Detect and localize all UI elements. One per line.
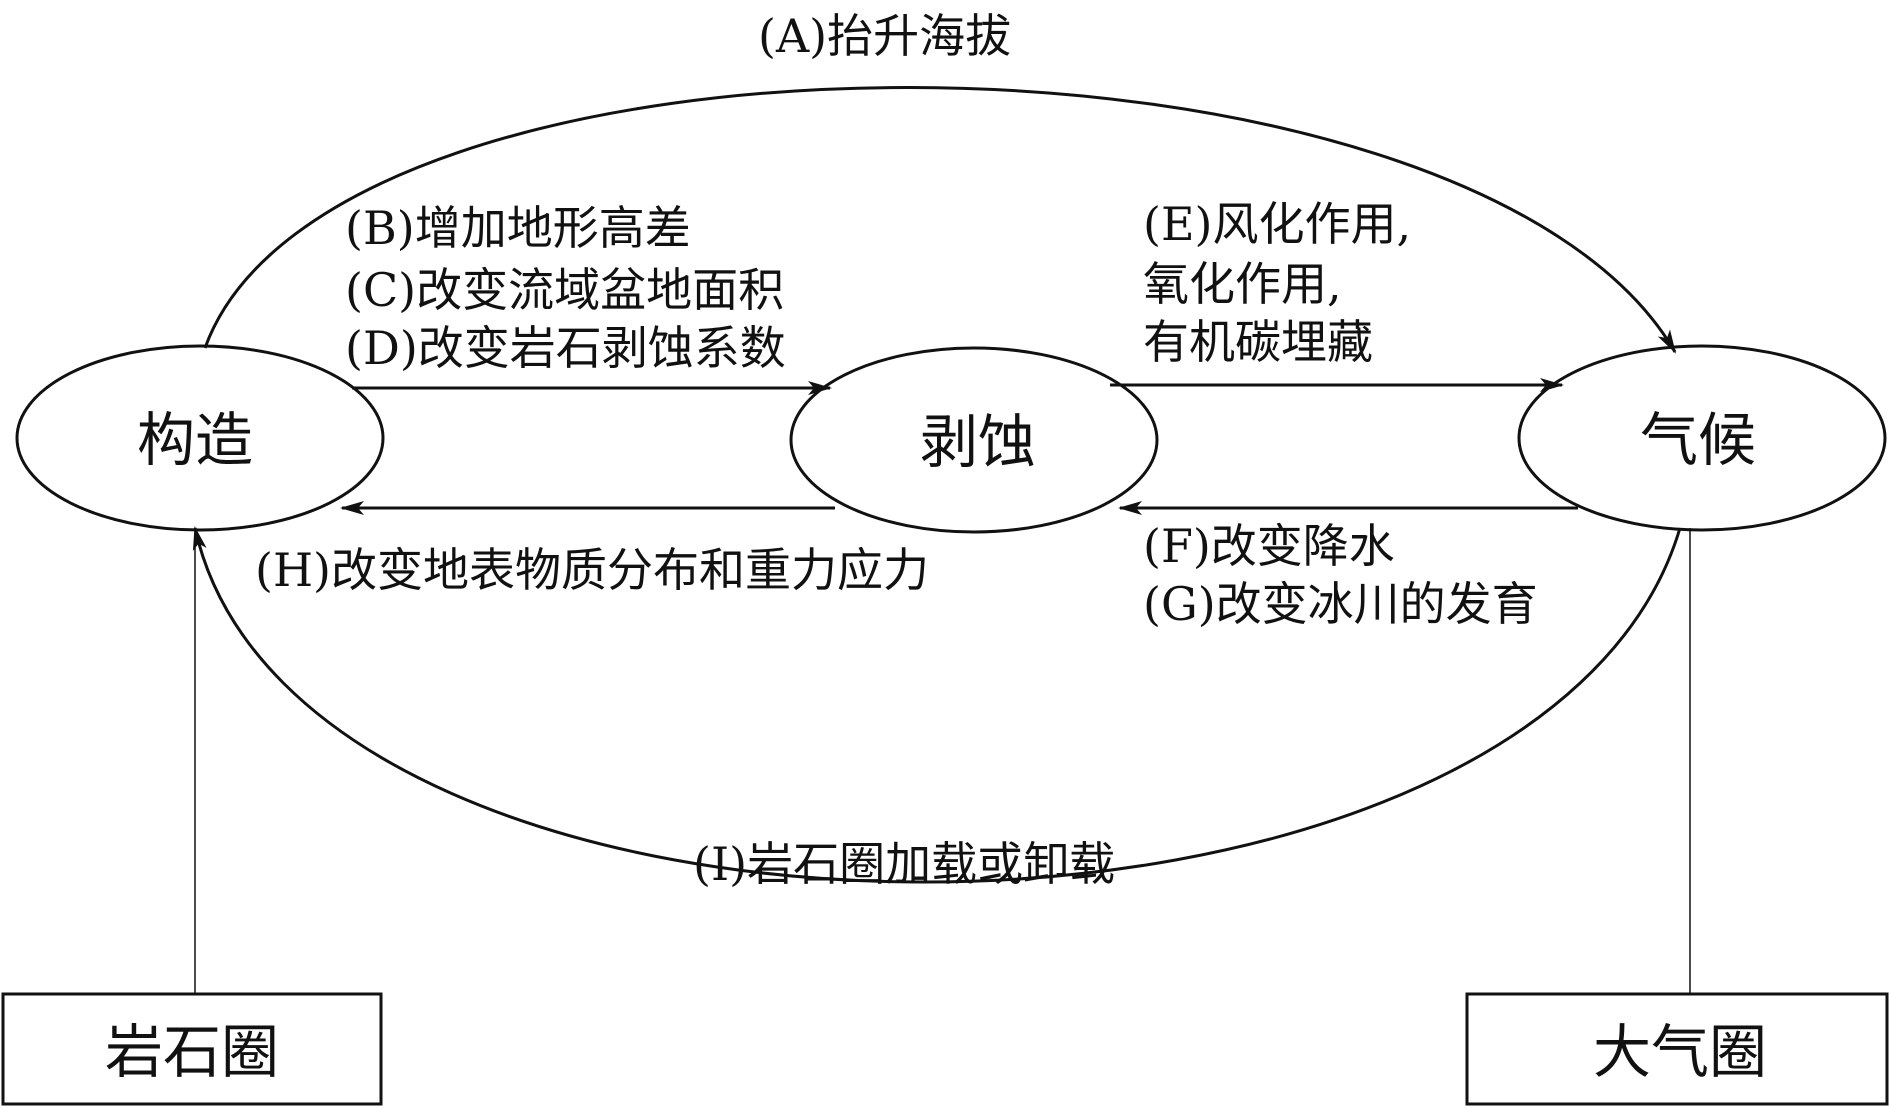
- label-G: (G)改变冰川的发育: [1143, 577, 1538, 631]
- label-A: (A)抬升海拔: [758, 9, 1011, 63]
- arc-uplift-to-climate: [203, 86, 1677, 354]
- node-erosion-label: 剥蚀: [920, 408, 1036, 476]
- label-B: (B)增加地形高差: [345, 201, 691, 255]
- node-tectonics: [15, 344, 385, 532]
- label-E2: 氧化作用,: [1143, 257, 1342, 311]
- atmosphere-box: [1465, 992, 1889, 1106]
- node-tectonics-label: 构造: [137, 406, 253, 474]
- label-I: (I)岩石圈加载或卸载: [693, 837, 1115, 891]
- arc-lithosphere-load-to-tectonics: [193, 526, 1682, 884]
- node-climate-label: 气候: [1640, 406, 1756, 474]
- label-C: (C)改变流域盆地面积: [345, 263, 784, 317]
- lithosphere-box: [1, 992, 383, 1106]
- label-E1: (E)风化作用,: [1143, 197, 1411, 251]
- label-H: (H)改变地表物质分布和重力应力: [255, 543, 929, 597]
- label-E3: 有机碳埋藏: [1143, 315, 1373, 369]
- label-F: (F)改变降水: [1143, 519, 1395, 573]
- lithosphere-label: 岩石圈: [105, 1018, 279, 1086]
- node-climate: [1517, 344, 1887, 532]
- atmosphere-label: 大气圈: [1593, 1018, 1767, 1086]
- label-D: (D)改变岩石剥蚀系数: [345, 321, 786, 375]
- node-erosion: [789, 346, 1159, 534]
